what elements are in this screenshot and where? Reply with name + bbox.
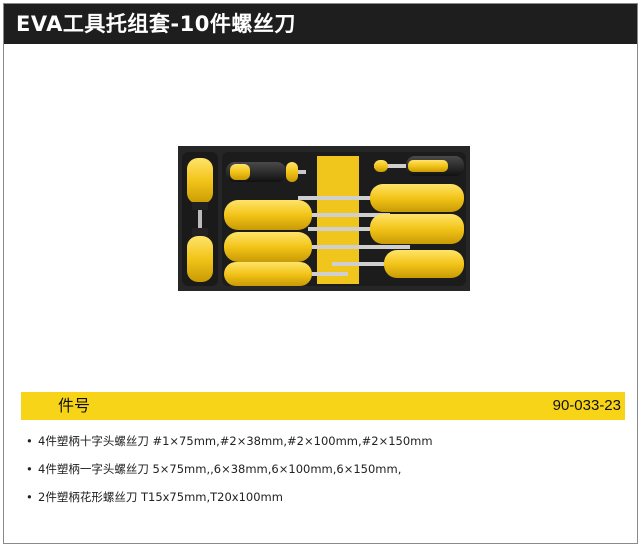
bullet-dot-icon: • bbox=[26, 462, 33, 476]
bullet-dot-icon: • bbox=[26, 434, 33, 448]
part-number-bar: 件号 90-033-23 bbox=[21, 392, 625, 420]
product-photo bbox=[178, 146, 470, 291]
page-title: EVA工具托组套-10件螺丝刀 bbox=[16, 12, 296, 36]
screwdriver-right-1 bbox=[374, 156, 464, 176]
spec-item: •2件塑柄花形螺丝刀 T15x75mm,T20x100mm bbox=[26, 490, 283, 504]
spec-item: •4件塑柄十字头螺丝刀 #1×75mm,#2×38mm,#2×100mm,#2×… bbox=[26, 434, 433, 448]
screwdriver-row-4 bbox=[224, 262, 348, 286]
title-bar: EVA工具托组套-10件螺丝刀 bbox=[4, 4, 637, 44]
product-card: EVA工具托组套-10件螺丝刀 bbox=[3, 3, 638, 544]
part-number-label: 件号 bbox=[58, 396, 91, 415]
spec-item: •4件塑柄一字头螺丝刀 5×75mm,,6×38mm,6×100mm,6×150… bbox=[26, 462, 402, 476]
screwdriver-right-2 bbox=[298, 184, 464, 212]
screwdriver-row-1 bbox=[226, 162, 306, 182]
screwdriver-right-4 bbox=[332, 250, 464, 278]
screwdriver-row-2 bbox=[224, 200, 390, 230]
spec-list: •4件塑柄十字头螺丝刀 #1×75mm,#2×38mm,#2×100mm,#2×… bbox=[26, 434, 433, 518]
bullet-dot-icon: • bbox=[26, 490, 33, 504]
stubby-screwdriver-top bbox=[187, 158, 213, 210]
part-number-value: 90-033-23 bbox=[552, 397, 621, 414]
screwdriver-right-3 bbox=[308, 214, 464, 244]
stubby-screwdriver-bottom bbox=[187, 228, 213, 282]
screwdriver-row-3 bbox=[224, 232, 410, 262]
